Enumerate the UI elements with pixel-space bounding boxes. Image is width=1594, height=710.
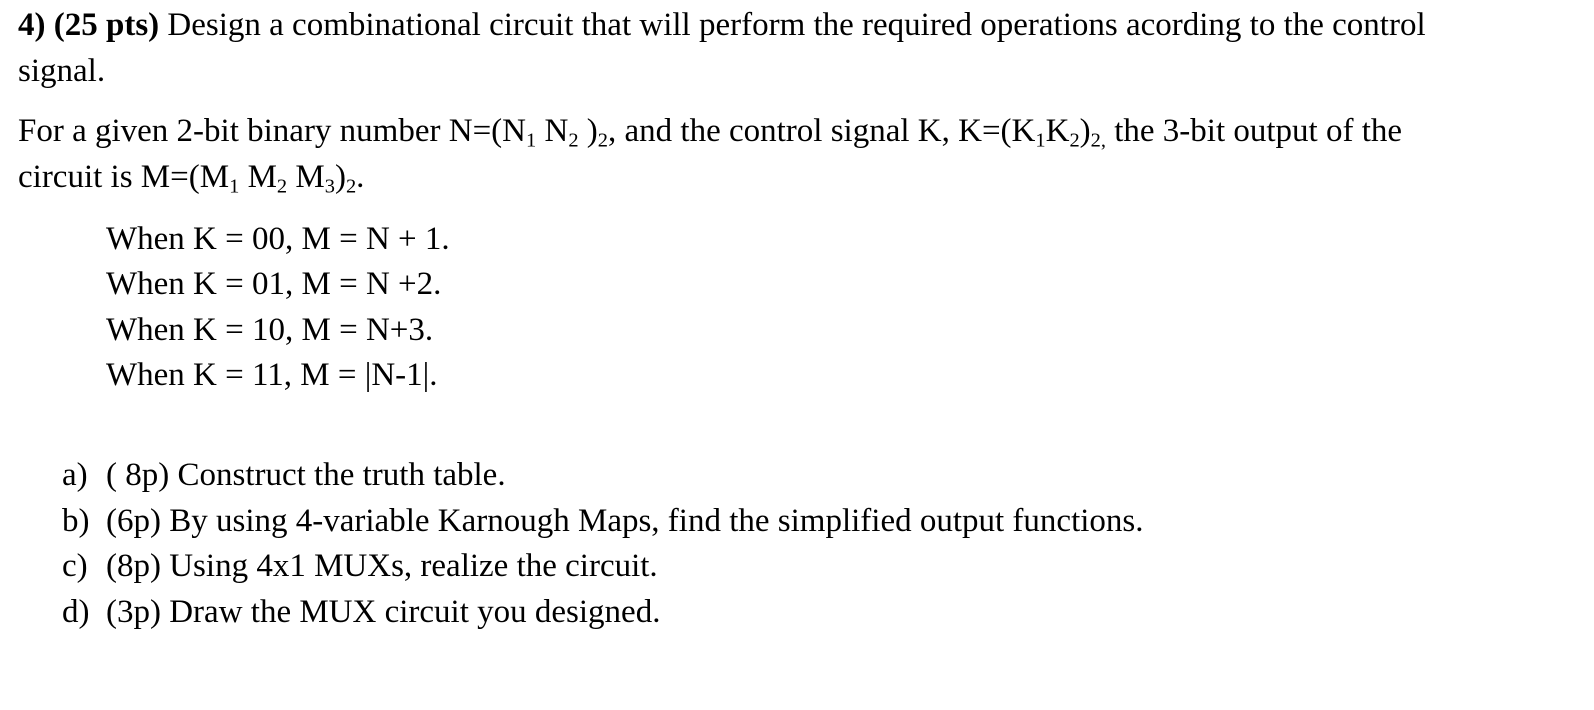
- part-label: c): [62, 548, 88, 584]
- given-text: ): [578, 113, 598, 149]
- part-label: a): [62, 457, 88, 493]
- given-text: K: [1045, 113, 1070, 149]
- question-points: (25 pts): [53, 7, 160, 43]
- given-text: ): [334, 159, 346, 195]
- given-text: M: [287, 159, 325, 195]
- given-text: M: [239, 159, 277, 195]
- given-text: N: [536, 113, 569, 149]
- condition-k01: When K = 01, M = N +2.: [106, 266, 442, 302]
- question-number: 4): [18, 7, 46, 43]
- given-definition-line-2: circuit is M=(M1 M2 M3)2.: [18, 154, 364, 200]
- subscript: 2,: [1090, 129, 1106, 152]
- given-text: .: [356, 159, 365, 195]
- subscript: 1: [526, 129, 537, 152]
- given-text: For a given 2-bit binary number N=(N: [18, 113, 527, 149]
- part-text: (6p) By using 4-variable Karnough Maps, …: [106, 503, 1144, 539]
- part-b: b) (6p) By using 4-variable Karnough Maps…: [62, 498, 1144, 544]
- part-text: ( 8p) Construct the truth table.: [106, 457, 506, 493]
- condition-k10: When K = 10, M = N+3.: [106, 312, 434, 348]
- given-text: the 3-bit output of the: [1105, 113, 1403, 149]
- subscript: 2: [276, 175, 288, 198]
- part-c: c) (8p) Using 4x1 MUXs, realize the circu…: [62, 543, 658, 589]
- subscript: 2: [345, 175, 357, 198]
- part-a: a) ( 8p) Construct the truth table.: [62, 452, 506, 498]
- condition-k00: When K = 00, M = N + 1.: [106, 221, 450, 257]
- subscript: 2: [1069, 129, 1080, 152]
- subscript: 1: [229, 175, 240, 198]
- given-text: circuit is M=(M: [18, 159, 230, 195]
- given-text: , and the control signal K, K=(K: [608, 113, 1036, 149]
- question-intro-continued: signal.: [18, 53, 106, 89]
- given-text: ): [1079, 113, 1091, 149]
- question-header: 4) (25 pts) Design a combinational circu…: [18, 2, 1426, 48]
- part-text: (8p) Using 4x1 MUXs, realize the circuit…: [106, 548, 658, 584]
- given-definition-line-1: For a given 2-bit binary number N=(N1 N2…: [18, 108, 1402, 154]
- condition-k11: When K = 11, M = |N-1|.: [106, 357, 438, 393]
- part-text: (3p) Draw the MUX circuit you designed.: [106, 594, 661, 630]
- subscript: 2: [568, 129, 579, 152]
- subscript: 1: [1035, 129, 1046, 152]
- subscript: 3: [324, 175, 335, 198]
- question-intro: Design a combinational circuit that will…: [167, 7, 1426, 43]
- subscript: 2: [597, 129, 609, 152]
- part-d: d) (3p) Draw the MUX circuit you designed…: [62, 589, 660, 635]
- part-label: d): [62, 594, 90, 630]
- part-label: b): [62, 503, 90, 539]
